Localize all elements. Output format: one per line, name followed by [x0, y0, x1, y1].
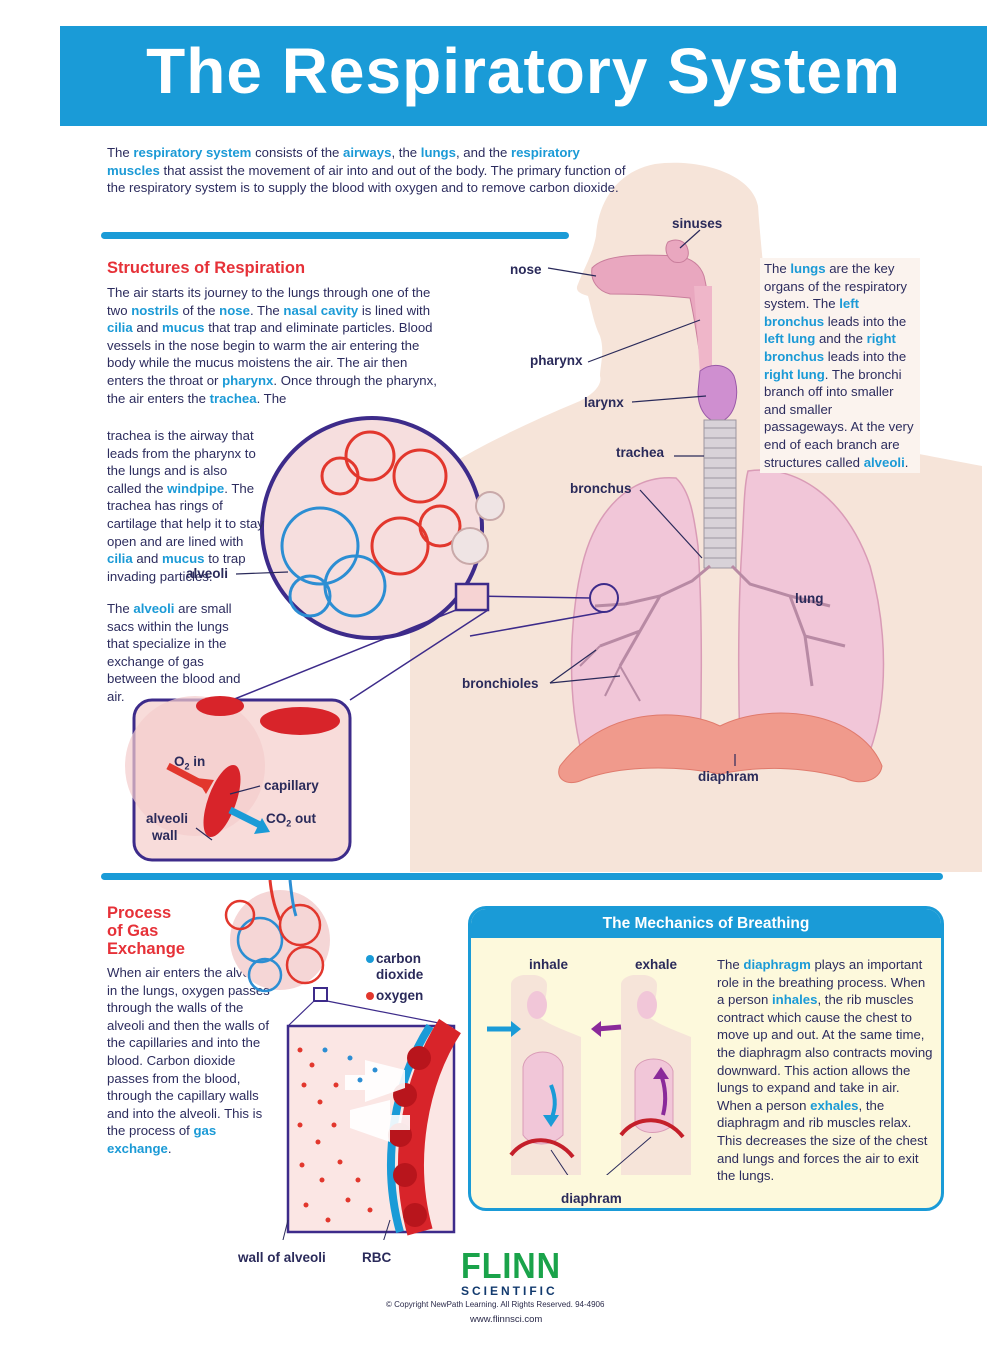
- mechanics-heading: The Mechanics of Breathing: [471, 909, 941, 938]
- mechanics-panel: The Mechanics of Breathing inhale exhale…: [468, 906, 944, 1211]
- label-co2-out: CO2 out: [266, 811, 317, 829]
- alveoli-zoom-circle: [260, 416, 505, 640]
- bronchial-tree: [579, 564, 846, 702]
- structures-heading: Structures of Respiration: [107, 259, 306, 277]
- alveoli-cluster: [224, 880, 330, 1002]
- larynx-shape: [697, 364, 738, 423]
- label-o2-in: O2 in: [174, 754, 206, 772]
- diaphragm-shape: [558, 712, 883, 783]
- lungs-note-paragraph: The lungs are the key organs of the resp…: [760, 258, 920, 474]
- structures-paragraph-2: trachea is the airway that leads from th…: [107, 428, 264, 584]
- section-divider: [101, 232, 569, 239]
- respiratory-anatomy-illustration: [125, 162, 982, 872]
- page-title: The Respiratory System: [146, 35, 901, 107]
- flinn-logo: FLINN: [461, 1245, 561, 1286]
- label-larynx: larynx: [584, 395, 624, 410]
- gas-exchange-heading: Process of Gas Exchange: [107, 904, 185, 958]
- gas-exchange-paragraph: When air enters the alveoli in the lungs…: [107, 965, 270, 1156]
- label-trachea: trachea: [616, 445, 665, 460]
- label-rbc: RBC: [362, 1250, 392, 1265]
- mechanics-paragraph: The diaphragm plays an important role in…: [717, 957, 933, 1184]
- capillary-inset-box: [125, 696, 352, 862]
- pharynx-shape: [694, 286, 712, 374]
- label-pharynx: pharynx: [530, 353, 583, 368]
- label-alveoli-wall-1: alveoli: [146, 811, 189, 826]
- inhale-arrow-icon: [511, 1021, 521, 1037]
- legend-oxygen: oxygen: [376, 988, 424, 1003]
- copyright-text: © Copyright NewPath Learning. All Rights…: [386, 1300, 605, 1309]
- website-link[interactable]: www.flinnsci.com: [470, 1314, 543, 1325]
- breathing-figures: [487, 975, 691, 1175]
- label-capillary: capillary: [264, 778, 319, 793]
- alveoli-paragraph: The alveoli are small sacs within the lu…: [107, 601, 241, 704]
- label-bronchioles: bronchioles: [462, 676, 539, 691]
- label-diaphram: diaphram: [698, 769, 759, 784]
- inhale-lungs: [522, 1051, 564, 1145]
- label-alveoli-wall-2: wall: [152, 828, 178, 843]
- gas-exchange-illustration: [224, 880, 462, 1240]
- trachea-rings: [703, 419, 737, 569]
- exhale-arrow-icon: [591, 1021, 601, 1037]
- flinn-logo-subtitle: SCIENTIFIC: [461, 1284, 558, 1298]
- legend-o2-dot: [366, 992, 374, 1000]
- structures-paragraph-1: The air starts its journey to the lungs …: [107, 285, 437, 406]
- label-bronchus: bronchus: [570, 481, 632, 496]
- label-nose: nose: [510, 262, 542, 277]
- label-alveoli: alveoli: [186, 566, 229, 581]
- label-mechanics-diaphram: diaphram: [561, 1191, 622, 1206]
- legend-carbon-dioxide: carbon dioxide: [376, 951, 424, 982]
- label-inhale: inhale: [529, 957, 569, 972]
- label-exhale: exhale: [635, 957, 678, 972]
- gas-exchange-zoom-box: [286, 1018, 462, 1236]
- section-divider-2: [101, 873, 943, 880]
- label-sinuses: sinuses: [672, 216, 723, 231]
- intro-paragraph: The respiratory system consists of the a…: [107, 145, 626, 196]
- legend-co2-dot: [366, 955, 374, 963]
- label-lung: lung: [795, 591, 824, 606]
- label-wall-of-alveoli: wall of alveoli: [238, 1250, 326, 1265]
- title-banner: [60, 26, 987, 126]
